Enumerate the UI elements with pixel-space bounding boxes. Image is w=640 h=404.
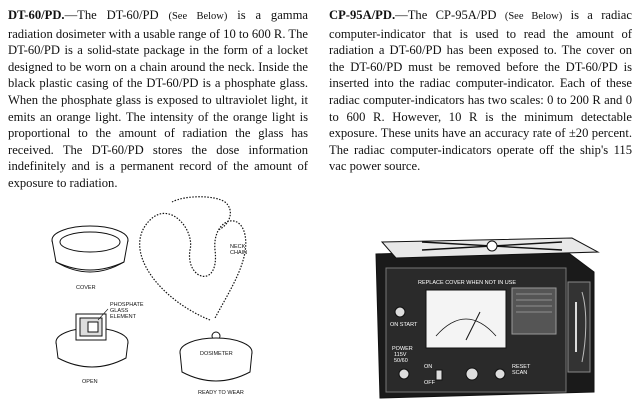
dosimeter-label: DOSIMETER — [200, 351, 233, 357]
cp95-heading: CP-95A/PD. — [329, 8, 396, 22]
neck-label-1: NECK — [230, 244, 246, 250]
neck-label-2: CHAIN — [230, 250, 247, 256]
glass-label-2: GLASS — [110, 308, 129, 314]
scale-knob[interactable] — [465, 367, 479, 381]
open-label: OPEN — [82, 379, 98, 385]
power-label-1: POWER — [392, 346, 413, 352]
power-knob[interactable] — [398, 368, 410, 380]
on-label: ON — [424, 364, 432, 370]
neck-chain-drawing — [139, 212, 247, 321]
power-label-3: 50/60 — [394, 358, 408, 364]
reset-label-2: SCAN — [512, 370, 527, 376]
reset-knob[interactable] — [494, 368, 506, 380]
dt60-paragraph: DT-60/PD.—The DT-60/PD (See Below) is a … — [8, 7, 308, 192]
reset-label-1: RESET — [512, 364, 531, 370]
power-switch[interactable] — [435, 369, 443, 381]
ready-label: READY TO WEAR — [198, 390, 244, 396]
assembled-dosimeter-drawing — [179, 331, 253, 382]
dt60-see-below: (See Below) — [168, 11, 228, 22]
glass-label-3: ELEMENT — [110, 314, 137, 320]
on-start-label: ON START — [390, 322, 418, 328]
dt60-heading: DT-60/PD. — [8, 8, 65, 22]
cover-label: COVER — [76, 285, 96, 291]
cover-drawing — [51, 225, 129, 273]
cp95-text-1: —The CP-95A/PD — [395, 8, 505, 22]
glass-label-1: PHOSPHATE — [110, 302, 144, 308]
dt60-text-2: is a gamma radiation dosimeter with a us… — [8, 8, 308, 190]
cp95-paragraph: CP-95A/PD.—The CP-95A/PD (See Below) is … — [329, 7, 632, 175]
cp95-see-below: (See Below) — [504, 11, 563, 22]
dt60-text-1: —The DT-60/PD — [64, 8, 169, 22]
power-label-2: 115V — [394, 352, 407, 358]
replace-cover-label: REPLACE COVER WHEN NOT IN USE — [418, 280, 516, 286]
open-dosimeter-drawing — [55, 313, 129, 368]
off-label: OFF — [424, 380, 436, 386]
dosimeter-illustration: COVER OPEN PHOSPHATE GLASS ELEMENT NECK … — [51, 196, 253, 396]
on-start-knob[interactable] — [394, 306, 406, 318]
cp95-text-2: is a radiac computer-indicator that is u… — [329, 8, 632, 174]
computer-indicator-illustration: REPLACE COVER WHEN NOT IN USE ON START P… — [375, 237, 600, 399]
